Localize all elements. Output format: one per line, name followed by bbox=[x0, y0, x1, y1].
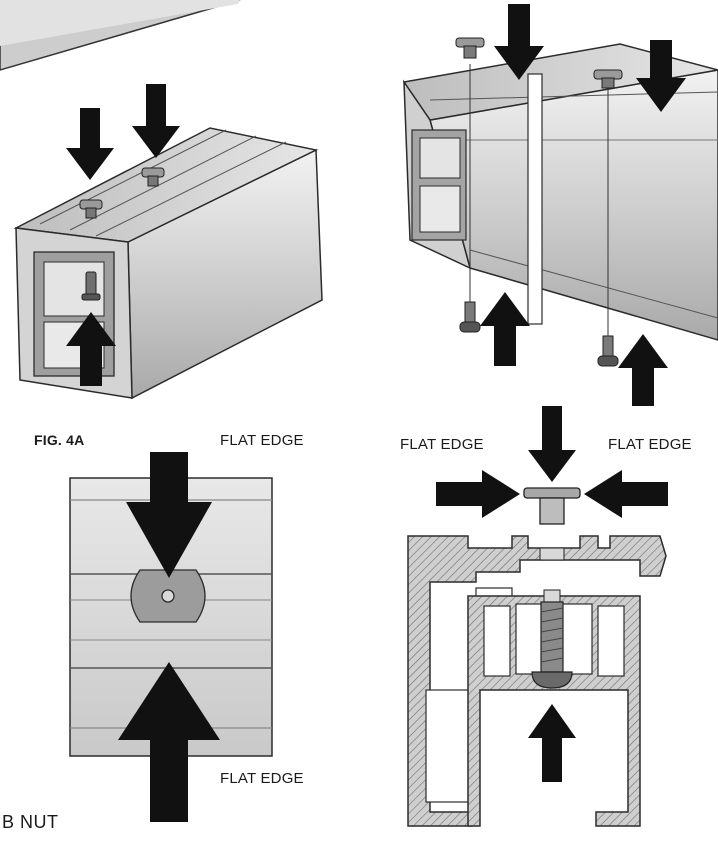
arrow-up-icon bbox=[528, 704, 576, 782]
flat-edge-label-bottom-left: FLAT EDGE bbox=[220, 770, 304, 787]
panel-fragment bbox=[0, 0, 241, 71]
arrows bbox=[66, 4, 686, 822]
arrow-up-icon bbox=[618, 334, 668, 406]
arrow-right-icon bbox=[436, 470, 520, 518]
t-nut bbox=[523, 487, 581, 499]
arrow-down-icon bbox=[528, 406, 576, 482]
arrow-left-icon bbox=[584, 470, 668, 518]
flat-edge-label-right-a: FLAT EDGE bbox=[400, 436, 484, 453]
rail-iso-left bbox=[13, 127, 323, 400]
arrow-down-icon bbox=[636, 40, 686, 112]
arrow-down-icon bbox=[132, 84, 180, 158]
cross-section-view bbox=[407, 487, 667, 827]
arrow-up-icon bbox=[480, 292, 530, 366]
arrow-down-icon bbox=[494, 4, 544, 80]
flat-edge-label-right-b: FLAT EDGE bbox=[608, 436, 692, 453]
arrow-up-icon bbox=[66, 312, 116, 386]
arrow-down-icon bbox=[126, 452, 212, 578]
caption-text: B NUT bbox=[2, 812, 59, 832]
flat-edge-label-top-left: FLAT EDGE bbox=[220, 432, 304, 449]
arrow-down-icon bbox=[66, 108, 114, 180]
rail-iso-right bbox=[402, 37, 718, 367]
arrow-up-icon bbox=[118, 662, 220, 822]
figure-label: FIG. 4A bbox=[34, 432, 85, 448]
